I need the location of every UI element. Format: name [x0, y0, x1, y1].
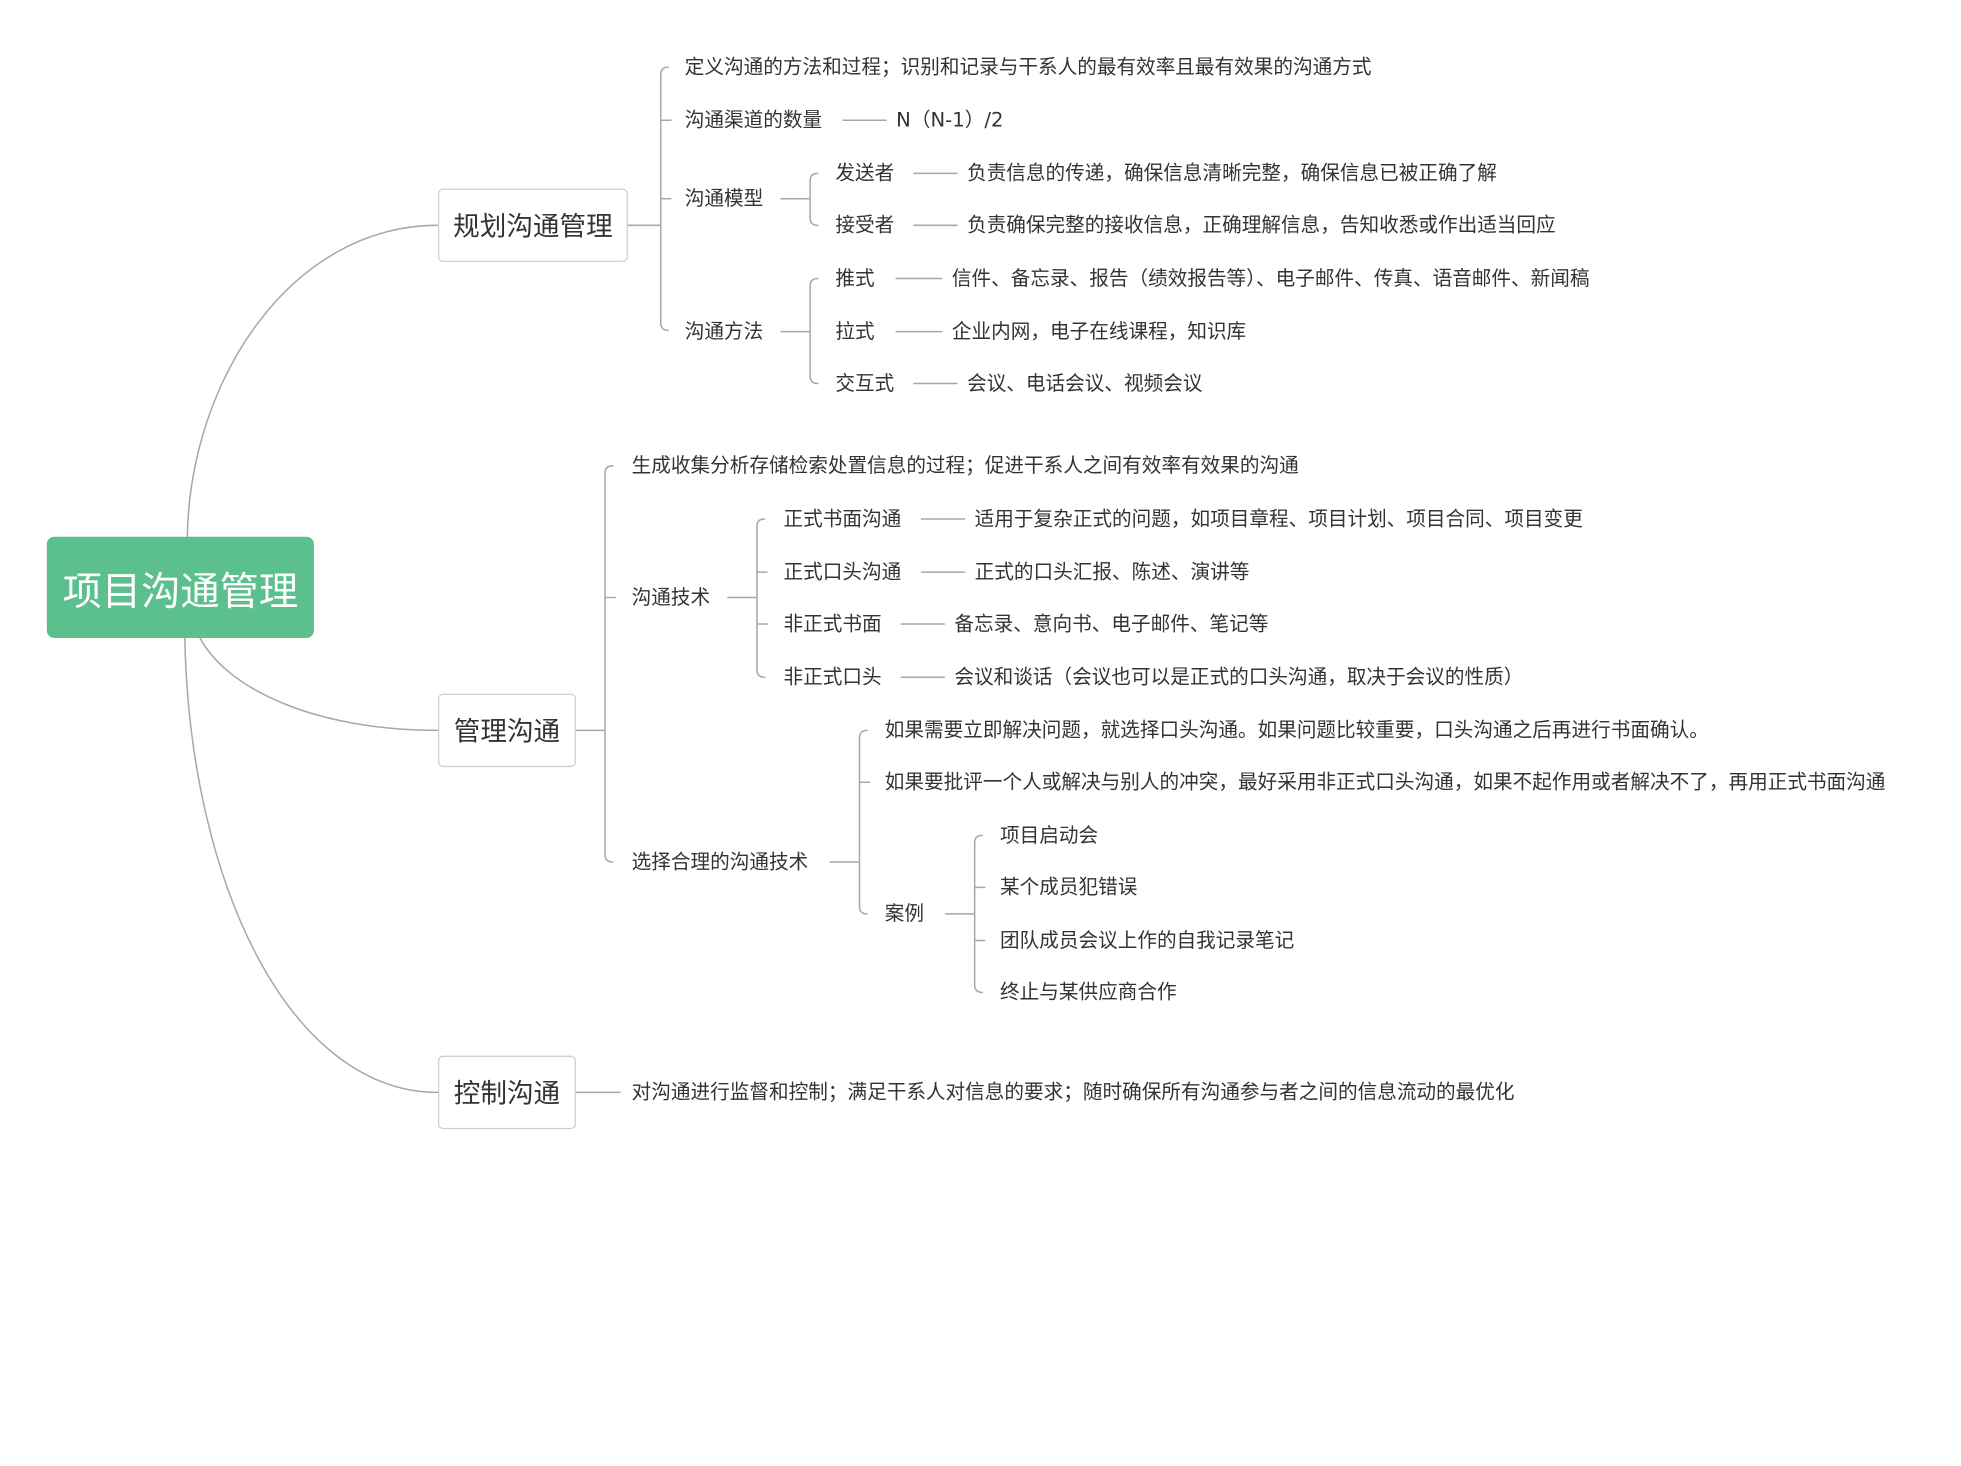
case-item-2[interactable]: 某个成员犯错误 — [999, 875, 1138, 899]
channels-formula[interactable]: N（N-1）/2 — [896, 108, 1004, 132]
informal-oral-label[interactable]: 非正式口头 — [783, 665, 882, 689]
choose-connector — [829, 729, 871, 915]
sender-desc[interactable]: 负责信息的传递，确保信息清晰完整，确保信息已被正确了解 — [967, 162, 1497, 185]
formal-written-label[interactable]: 正式书面沟通 — [783, 507, 902, 531]
case-item-4[interactable]: 终止与某供应商合作 — [999, 980, 1177, 1004]
informal-oral-desc[interactable]: 会议和谈话（会议也可以是正式的口头沟通，取决于会议的性质） — [954, 665, 1524, 689]
receiver-desc[interactable]: 负责确保完整的接收信息，正确理解信息，告知收悉或作出适当回应 — [967, 213, 1556, 237]
case-item-3[interactable]: 团队成员会议上作的自我记录笔记 — [999, 929, 1295, 952]
plan-definition[interactable]: 定义沟通的方法和过程；识别和记录与干系人的最有效率且最有效果的沟通方式 — [684, 55, 1372, 79]
tech-label[interactable]: 沟通技术 — [631, 586, 711, 609]
interactive-desc[interactable]: 会议、电话会议、视频会议 — [967, 372, 1203, 395]
formal-written-desc[interactable]: 适用于复杂正式的问题，如项目章程、项目计划、项目合同、项目变更 — [974, 507, 1583, 531]
manage-stem — [575, 465, 614, 863]
push-desc[interactable]: 信件、备忘录、报告（绩效报告等）、电子邮件、传真、语音邮件、新闻稿 — [951, 267, 1590, 290]
control-node[interactable]: 控制沟通 — [437, 1055, 576, 1130]
connector-lines — [184, 66, 986, 1094]
formal-oral-label[interactable]: 正式口头沟通 — [783, 560, 902, 584]
informal-written-label[interactable]: 非正式书面 — [783, 612, 882, 636]
sender-label[interactable]: 发送者 — [835, 162, 895, 185]
root-to-plan-curve — [186, 224, 439, 538]
pull-desc[interactable]: 企业内网，电子在线课程，知识库 — [951, 320, 1247, 344]
case-item-1[interactable]: 项目启动会 — [999, 824, 1099, 847]
push-label[interactable]: 推式 — [835, 267, 875, 290]
cases-label[interactable]: 案例 — [884, 902, 925, 926]
manage-definition[interactable]: 生成收集分析存储检索处置信息的过程；促进干系人之间有效率有效果的沟通 — [631, 454, 1299, 478]
choose-label[interactable]: 选择合理的沟通技术 — [631, 850, 809, 874]
cases-connector — [944, 834, 986, 994]
interactive-label[interactable]: 交互式 — [835, 372, 895, 395]
plan-node[interactable]: 规划沟通管理 — [437, 188, 628, 263]
plan-ticks — [659, 119, 672, 200]
tech-connector — [727, 518, 768, 678]
plan-leaf-dashes — [842, 119, 958, 385]
tech-leaf-dashes — [900, 518, 966, 678]
root-to-manage-curve — [199, 637, 439, 732]
channels-label[interactable]: 沟通渠道的数量 — [684, 108, 823, 132]
informal-written-desc[interactable]: 备忘录、意向书、电子邮件、笔记等 — [954, 612, 1269, 636]
manage-node[interactable]: 管理沟通 — [437, 693, 576, 768]
root-node[interactable]: 项目沟通管理 — [46, 536, 314, 638]
method-label[interactable]: 沟通方法 — [684, 320, 764, 344]
formal-oral-desc[interactable]: 正式的口头汇报、陈述、演讲等 — [974, 560, 1250, 584]
model-label[interactable]: 沟通模型 — [684, 187, 764, 211]
control-definition[interactable]: 对沟通进行监督和控制；满足干系人对信息的要求；随时确保所有沟通参与者之间的信息流… — [631, 1080, 1515, 1104]
pull-label[interactable]: 拉式 — [835, 320, 875, 344]
receiver-label[interactable]: 接受者 — [835, 213, 895, 237]
model-connector — [780, 172, 819, 227]
root-to-control-curve — [184, 637, 439, 1094]
method-connector — [780, 277, 819, 385]
choose-rule-1[interactable]: 如果需要立即解决问题，就选择口头沟通。如果问题比较重要，口头沟通之后再进行书面确… — [884, 718, 1709, 742]
choose-rule-2[interactable]: 如果要批评一个人或解决与别人的冲突，最好采用非正式口头沟通，如果不起作用或者解决… — [884, 770, 1886, 794]
